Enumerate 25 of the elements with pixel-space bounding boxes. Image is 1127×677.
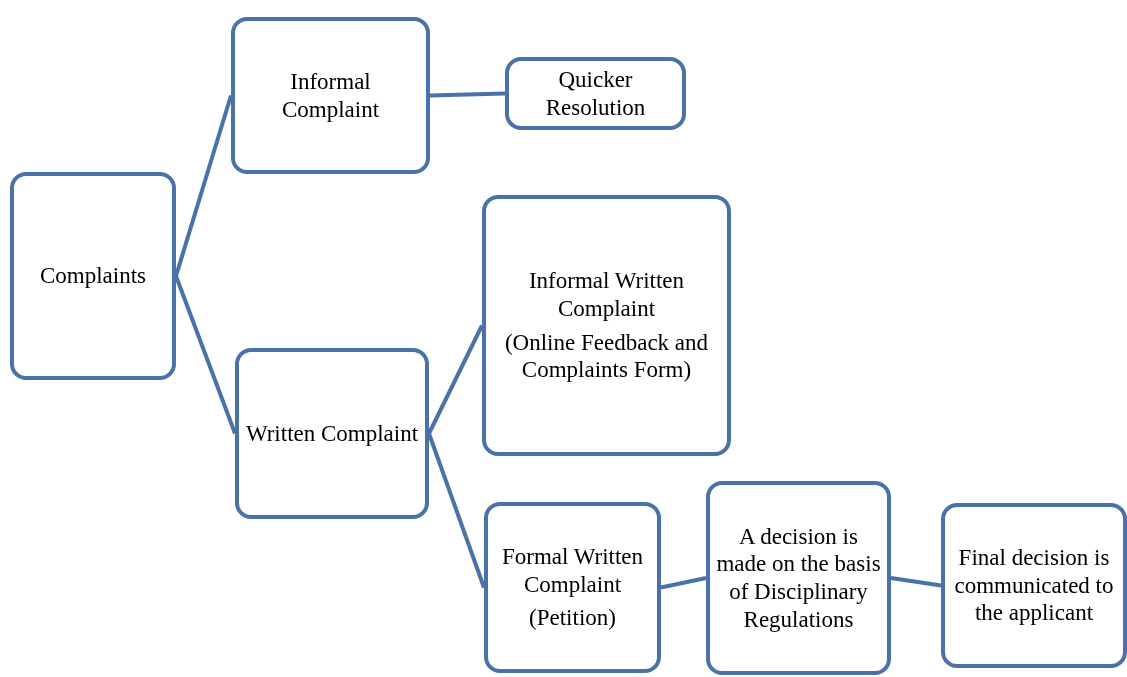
box-text: Informal Written Complaint — [527, 267, 686, 323]
connector-line — [174, 94, 233, 277]
box-text: Written Complaint — [245, 419, 419, 448]
process-box — [484, 502, 661, 673]
connector-line — [427, 432, 486, 589]
process-box — [10, 172, 176, 380]
process-box — [482, 195, 731, 456]
box-text: Informal Complaint — [280, 67, 381, 124]
box-text: Formal Written Complaint — [500, 543, 645, 599]
box-text: Quicker Resolution — [544, 65, 647, 122]
process-box — [706, 481, 891, 675]
process-box — [941, 503, 1127, 668]
process-box — [505, 57, 686, 130]
connector-line — [890, 576, 942, 588]
box-text: A decision is made on the basis of Disciplinary Regulations — [715, 522, 882, 634]
process-box — [231, 17, 430, 174]
process-box — [235, 348, 429, 519]
connector-line — [660, 576, 707, 590]
connector-line — [429, 91, 506, 98]
box-text: (Online Feedback and Complaints Form) — [503, 328, 710, 384]
box-text: Final decision is communicated to the applicant — [953, 544, 1115, 627]
connector-line — [174, 275, 237, 435]
box-text: (Petition) — [529, 604, 616, 632]
connector-line — [427, 324, 484, 435]
box-text: Complaints — [39, 262, 147, 290]
